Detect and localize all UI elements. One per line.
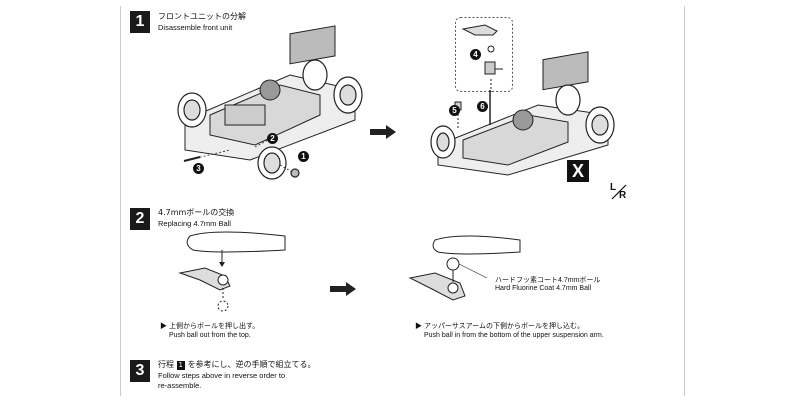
left-caption-en: Push ball out from the top. (169, 332, 251, 339)
inset-box-illustration (455, 17, 513, 92)
step-ref-badge: 1 (176, 361, 186, 370)
right-caption-jp: ▶ アッパーサスアームの下側からボールを押し込む。 (415, 321, 584, 331)
step-1-number: 1 (130, 11, 150, 33)
chassis-disassembly-illustration (177, 25, 363, 180)
marker-x: X (567, 160, 589, 182)
lr-mark-l: L (610, 182, 617, 193)
bullet-left: ▶ (160, 323, 167, 330)
part-label-jp: ハードフッ素コート4.7mmボール (495, 277, 601, 284)
step-3-number: 3 (130, 360, 150, 382)
callout-4: 4 (470, 49, 481, 60)
step-2-number: 2 (130, 208, 150, 230)
callout-6: 6 (477, 101, 488, 112)
right-arrow-icon (370, 125, 396, 139)
step-1-title-en: Disassemble front unit (158, 23, 233, 32)
step-3-text-jp: 行程 1 を参考にし、逆の手順で組立てる。 (158, 359, 316, 370)
step-3-text-en-1: Follow steps above in reverse order to (158, 371, 286, 380)
lr-slash-icon (611, 184, 627, 200)
bullet-right: ▶ (415, 323, 422, 330)
left-caption-jp-text: 上側からボールを押し出す。 (168, 323, 260, 330)
callout-5: 5 (449, 105, 460, 116)
chassis-detail-illustration (430, 51, 615, 176)
step-3-text-jp-b: を参考にし、逆の手順で組立てる。 (187, 360, 316, 369)
step-2-title-jp: 4.7mmボールの交換 (158, 208, 235, 217)
right-arrow-icon-2 (330, 282, 356, 296)
callout-1: 1 (298, 151, 309, 162)
callout-2: 2 (267, 133, 278, 144)
right-caption-jp-text: アッパーサスアームの下側からボールを押し込む。 (423, 323, 585, 330)
lr-mark-r: R (619, 190, 627, 201)
step-2-title-en: Replacing 4.7mm Ball (158, 219, 231, 228)
page-frame (120, 6, 685, 396)
callout-3: 3 (193, 163, 204, 174)
right-caption-en: Push ball in from the bottom of the uppe… (424, 332, 604, 339)
finger-push-in-illustration (408, 235, 521, 301)
step-3-text-jp-a: 行程 (158, 360, 174, 369)
part-label-en: Hard Fluorine Coat 4.7mm Ball (495, 285, 592, 292)
step-1-title-jp: フロントユニットの分解 (158, 12, 246, 21)
step-3-text-en-2: re-assemble. (158, 381, 202, 390)
finger-push-out-illustration (178, 231, 286, 312)
left-caption-jp: ▶ 上側からボールを押し出す。 (160, 321, 259, 331)
left-right-mark: L R (610, 182, 628, 201)
